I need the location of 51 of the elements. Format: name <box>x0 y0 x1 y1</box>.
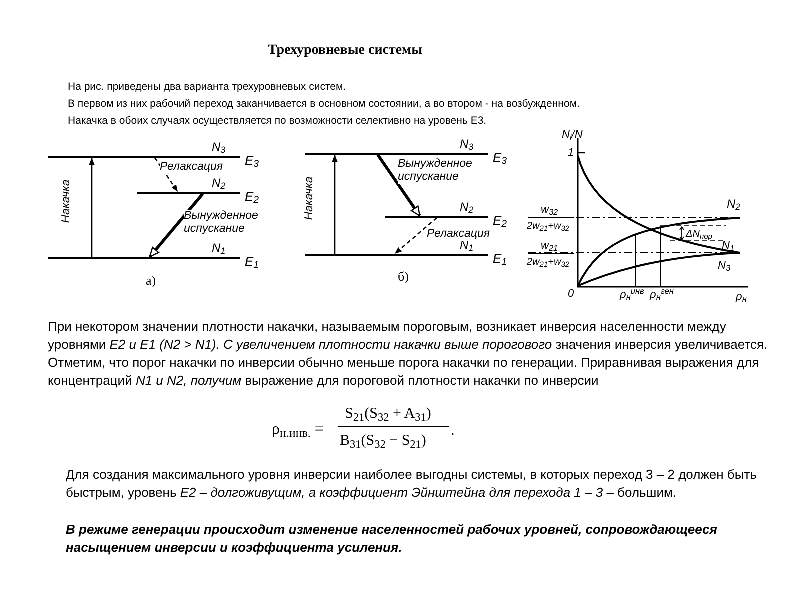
arrow <box>332 155 338 254</box>
fraction-denominator: 2w$_{21}$+w$_{32}$ <box>527 220 570 234</box>
arrow <box>394 218 438 254</box>
energy-level-line <box>48 156 240 158</box>
edge-label: Релаксация <box>427 228 490 241</box>
population-label: N$_{1}$ <box>460 238 474 254</box>
curve-label: N$_{2}$ <box>727 196 741 213</box>
arrow <box>154 158 179 192</box>
intro-text: В первом из них рабочий переход заканчивается в основном состоянии, а во втором - на возбужденном. <box>68 97 580 112</box>
population-label: N$_{2}$ <box>460 199 474 216</box>
intro-text: Накачка в обоих случаях осуществляется по возможности селективно на уровень E3. <box>68 114 487 129</box>
tick-label: 0 <box>568 287 574 302</box>
energy-level-label: E$_{1}$ <box>493 250 508 268</box>
double-arrow <box>148 193 204 258</box>
formula-denominator: B$_{31}$(S$_{32}$ − S$_{21}$) <box>340 432 426 452</box>
fraction-numerator: w$_{21}$ <box>541 239 558 254</box>
energy-level-line <box>137 192 240 194</box>
curve-label: N$_{1}$ <box>722 239 735 254</box>
energy-level-line <box>305 153 488 155</box>
population-label: N$_{3}$ <box>212 139 226 156</box>
energy-level-label: E$_{2}$ <box>245 188 260 206</box>
title: Трехуровневые системы <box>268 42 423 60</box>
energy-level-label: E$_{3}$ <box>493 149 508 168</box>
energy-level-label: E$_{3}$ <box>245 152 260 170</box>
difference-label: ΔN$_{пор}$ <box>686 228 712 242</box>
paragraph-text: При некотором значении плотности накачки, называемым пороговым, возникает инверсия населенности между уровнями E2 и E1 (N2 > N1). С увеличением плотности накачки выше порогового значения инверсия увеличивается. Отметим, что порог накачки по инверсии обычно меньше порога накачки по генерации. Приравнивая выражения для концентраций N1 и N2, получим выражение для пороговой плотности накачки по инверсии <box>48 318 769 390</box>
tick-label: 1 <box>568 146 574 161</box>
fraction-numerator: w$_{32}$ <box>541 203 558 218</box>
axis-label: N$_{i}$/N <box>562 128 583 144</box>
energy-level-label: E$_{2}$ <box>493 212 508 230</box>
energy-level-line <box>385 216 488 218</box>
paragraph-text: В режиме генерации происходит изменение населенностей рабочих уровней, сопровождающееся насыщением инверсии и коэффициента усиления. <box>66 521 718 557</box>
formula-numerator: S$_{21}$(S$_{32}$ + A$_{31}$) <box>345 405 432 426</box>
paragraph-text: Для создания максимального уровня инверсии наиболее выгодны системы, в которых переход 3 – 2 должен быть быстрым, уровень E2 – долгоживущим, а коэффициент Эйнштейна для перехода 1 – 3 – большим. <box>66 466 758 502</box>
energy-level-line <box>305 254 488 256</box>
population-label: N$_{3}$ <box>460 136 474 153</box>
figure-caption: б) <box>398 268 409 286</box>
arrow <box>89 158 95 257</box>
formula-text: . <box>451 422 455 441</box>
double-arrow <box>376 154 422 217</box>
population-label: N$_{2}$ <box>212 175 226 192</box>
intro-text: На рис. приведены два варианта трехуровневых систем. <box>68 80 346 95</box>
population-label: N$_{1}$ <box>212 240 226 257</box>
curve-label: N$_{3}$ <box>718 259 731 274</box>
energy-level-label: E$_{1}$ <box>245 253 260 272</box>
fraction-denominator: 2w$_{21}$+w$_{32}$ <box>527 256 570 270</box>
edge-label: Релаксация <box>160 161 223 174</box>
axis-label: ρ$_{н}$ <box>736 290 747 306</box>
figure-caption: а) <box>146 272 156 290</box>
formula-text: ρ$_{н.инв.}$ = <box>272 420 324 442</box>
energy-level-line <box>48 257 240 259</box>
